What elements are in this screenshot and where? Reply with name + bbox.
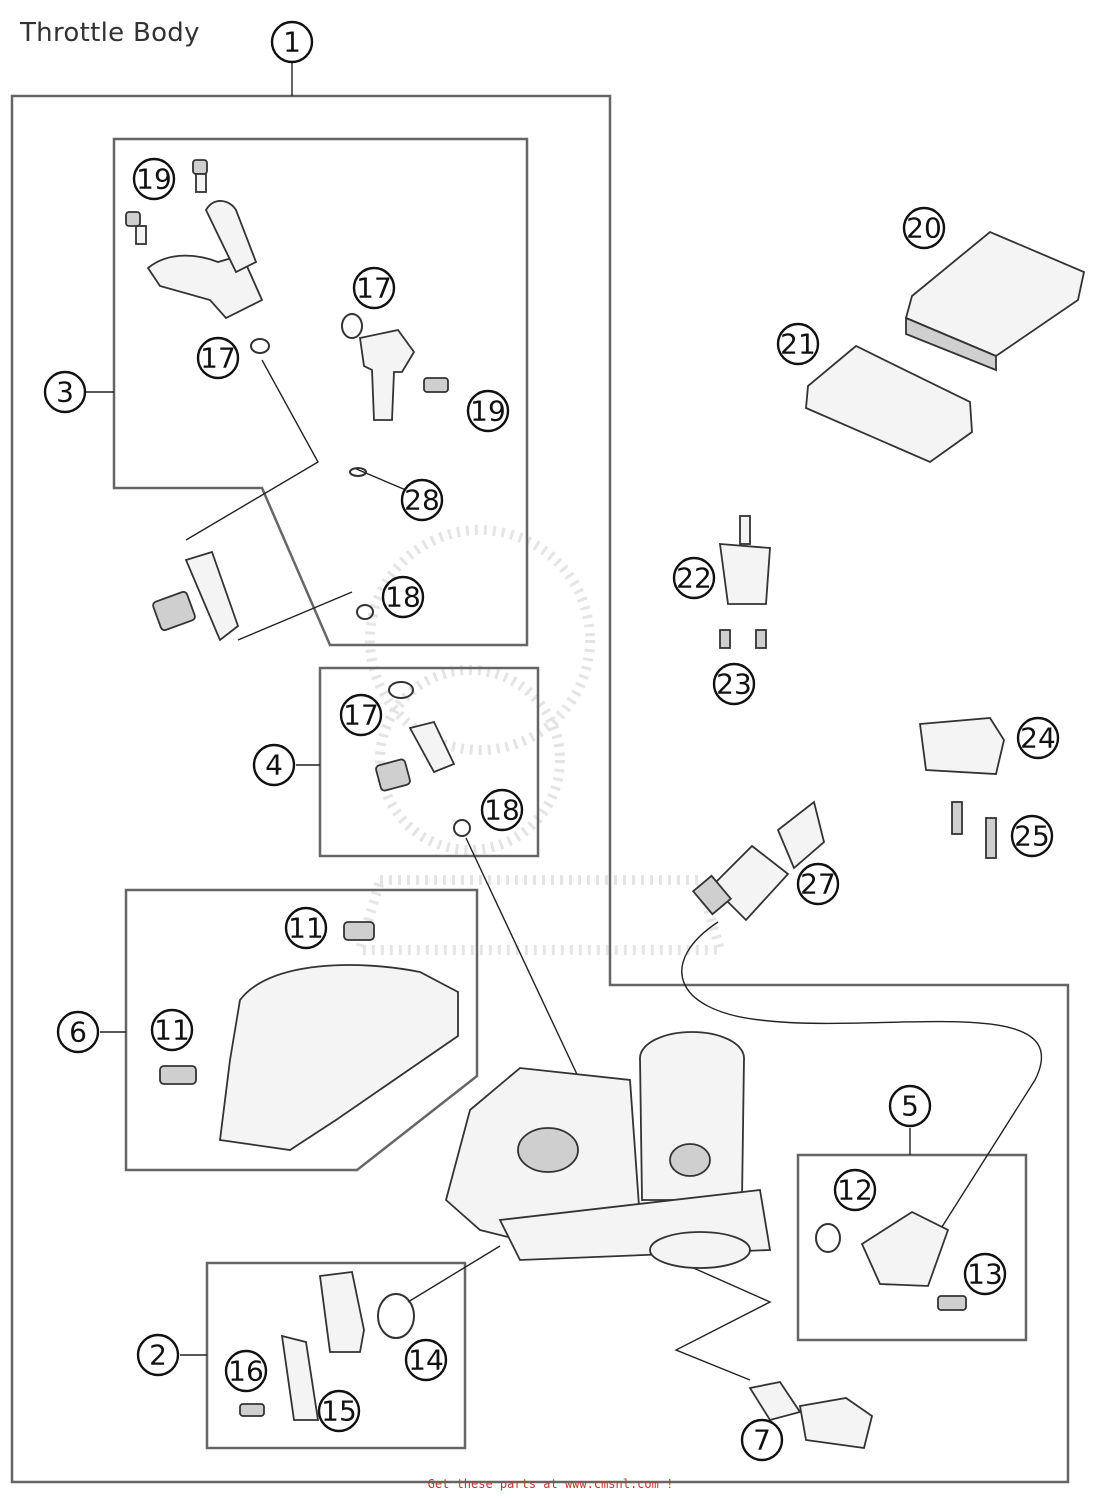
callout-17-rail: 17 (196, 336, 240, 380)
callout-4: 4 (252, 743, 296, 787)
ecu-20-part (904, 230, 1086, 372)
callout-13: 13 (963, 1252, 1007, 1296)
assembly-frame-6 (124, 888, 479, 1172)
footer-link-text[interactable]: Get these parts at www.cmsnl.com ! (427, 1477, 674, 1491)
callout-11-lower: 11 (150, 1008, 194, 1052)
callout-1: 1 (270, 20, 314, 64)
callout-17-injector4: 17 (339, 693, 383, 737)
svg-text:28: 28 (404, 484, 440, 517)
svg-text:4: 4 (265, 749, 283, 782)
injector-elbow-part (341, 313, 449, 421)
assembly-frame-4 (318, 666, 540, 858)
svg-text:7: 7 (753, 1424, 771, 1457)
seal-28 (349, 467, 367, 477)
callout-15: 15 (317, 1389, 361, 1433)
callout-14: 14 (404, 1338, 448, 1382)
sensor-2-part (239, 1271, 415, 1421)
throttle-cover-part (159, 921, 459, 1151)
callout-28: 28 (400, 478, 444, 522)
svg-text:24: 24 (1020, 722, 1056, 755)
tps-sensor-part (815, 1210, 967, 1311)
svg-text:18: 18 (385, 581, 421, 614)
svg-text:13: 13 (967, 1258, 1003, 1291)
svg-text:21: 21 (780, 328, 816, 361)
svg-text:1: 1 (283, 26, 301, 59)
assembly-frame-5 (796, 1153, 1028, 1342)
ecu-bracket-21-part (805, 344, 973, 464)
svg-text:18: 18 (484, 794, 520, 827)
svg-text:14: 14 (408, 1344, 444, 1377)
page-title: Throttle Body (20, 18, 200, 48)
callout-21: 21 (776, 322, 820, 366)
svg-text:17: 17 (356, 272, 392, 305)
callout-25: 25 (1010, 814, 1054, 858)
svg-text:12: 12 (837, 1174, 873, 1207)
sensor-24-part (918, 717, 1005, 859)
callout-16: 16 (224, 1349, 268, 1393)
svg-text:27: 27 (800, 868, 836, 901)
svg-text:15: 15 (321, 1395, 357, 1428)
injector-4-part (375, 681, 471, 837)
fuel-rail-part (125, 159, 264, 320)
o-ring-18-upper (356, 604, 374, 620)
callout-27: 27 (796, 862, 840, 906)
o-ring-17-upper (250, 338, 270, 354)
sensor-27-part (691, 800, 826, 922)
watermark-logo (353, 525, 727, 955)
assembly-frame-3 (112, 137, 529, 647)
callout-5: 5 (888, 1084, 932, 1128)
svg-text:20: 20 (906, 212, 942, 245)
svg-text:6: 6 (69, 1016, 87, 1049)
callout-19-lower: 19 (466, 389, 510, 433)
callout-2: 2 (136, 1333, 180, 1377)
svg-text:5: 5 (901, 1090, 919, 1123)
callout-24: 24 (1016, 716, 1060, 760)
svg-text:3: 3 (56, 376, 74, 409)
callout-18-upper: 18 (381, 575, 425, 619)
fuel-injector-part (152, 550, 240, 642)
callout-20: 20 (902, 206, 946, 250)
leader-lines (185, 359, 1043, 1381)
callout-6: 6 (56, 1010, 100, 1054)
callout-23: 23 (712, 662, 756, 706)
callout-19-upper: 19 (132, 157, 176, 201)
callout-22: 22 (672, 556, 716, 600)
svg-text:11: 11 (288, 912, 324, 945)
callout-18-lower: 18 (480, 788, 524, 832)
sensor-22-part (718, 515, 771, 649)
throttle-body-part (444, 1031, 772, 1269)
callout-11-upper: 11 (284, 906, 328, 950)
svg-text:17: 17 (200, 342, 236, 375)
assembly-frame-1 (10, 94, 1070, 1484)
callout-12: 12 (833, 1168, 877, 1212)
svg-text:2: 2 (149, 1339, 167, 1372)
callout-17-elbow: 17 (352, 266, 396, 310)
svg-text:25: 25 (1014, 820, 1050, 853)
callout-3: 3 (43, 370, 87, 414)
svg-text:23: 23 (716, 668, 752, 701)
idle-valve-7-part (748, 1380, 874, 1450)
callout-7: 7 (740, 1418, 784, 1462)
svg-text:19: 19 (136, 163, 172, 196)
svg-text:22: 22 (676, 562, 712, 595)
svg-text:19: 19 (470, 395, 506, 428)
svg-text:17: 17 (343, 699, 379, 732)
svg-text:11: 11 (154, 1014, 190, 1047)
svg-text:16: 16 (228, 1355, 264, 1388)
